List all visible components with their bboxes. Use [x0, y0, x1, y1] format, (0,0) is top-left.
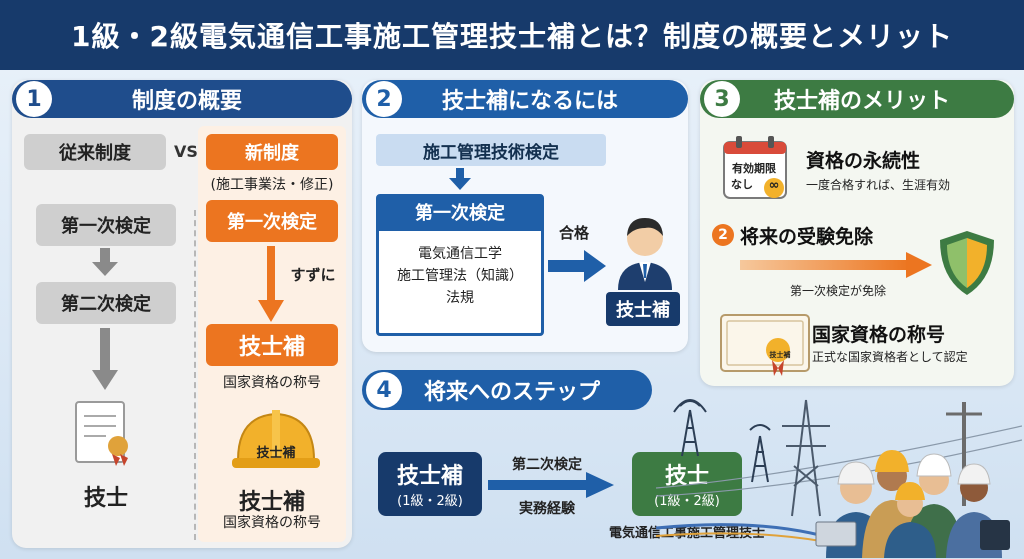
merit3-sub: 正式な国家資格者として認定: [812, 350, 968, 364]
merit2-title: 将来の受験免除: [740, 226, 874, 248]
certificate-icon: [75, 401, 128, 466]
new-system-label: 新制度: [206, 134, 338, 170]
exam-subject: 施工管理法（知識）: [397, 268, 523, 284]
worker-icon: [884, 482, 936, 558]
helmet-label: 技士補: [256, 446, 296, 461]
arrow-down-icon: [258, 246, 284, 322]
step-to-box: 技士 (1級・2級): [632, 452, 742, 516]
step-from-box: 技士補 (1級・2級): [378, 452, 482, 516]
merit2-sub: 第一次検定が免除: [790, 284, 887, 298]
radio-tower-icon: [749, 424, 771, 483]
panel-how-to-header: 2 技士補になるには: [362, 80, 688, 118]
shield-icon: [940, 231, 994, 295]
old-result: 技士: [83, 486, 128, 511]
certificate-icon: [720, 314, 810, 376]
arrow-right-icon: [740, 252, 932, 278]
merit3-title: 国家資格の称号: [812, 324, 946, 346]
arrow-right-icon: [488, 472, 614, 498]
section-number: 3: [704, 81, 740, 117]
power-pylon-icon: [782, 399, 830, 517]
section-number: 4: [366, 372, 402, 408]
vs-label: VS: [174, 142, 198, 161]
exam-system-label: 施工管理技術検定: [376, 134, 606, 166]
arrow-down-icon: [92, 248, 118, 276]
new-step-first-exam: 第一次検定: [206, 200, 338, 242]
person-icon: [618, 218, 672, 290]
worker-icon: [946, 463, 1010, 558]
step-arrow-bottom: 実務経験: [519, 501, 575, 517]
calendar-text: 有効期限: [732, 162, 776, 175]
step-from-title: 技士補: [396, 464, 463, 489]
merit1-title: 資格の永続性: [806, 150, 921, 172]
calendar-icon: [723, 136, 787, 199]
section-title: 制度の概要: [131, 89, 242, 114]
workers-illustration: [656, 399, 1022, 558]
merit2-number: 2: [712, 224, 734, 246]
panel-future-header: 4 将来へのステップ: [362, 370, 652, 410]
panel-merits-header: 3 技士補のメリット: [700, 80, 1014, 118]
new-result-note: 国家資格の称号: [223, 375, 321, 391]
result-label: 技士補: [606, 292, 680, 326]
first-exam-title: 第一次検定: [379, 197, 541, 231]
step-arrow-top: 第二次検定: [512, 457, 582, 473]
merit1-sub: 一度合格すれば、生涯有効: [806, 178, 951, 192]
exam-subject: 電気通信工学: [418, 246, 502, 262]
infinity-icon: ∞: [768, 178, 780, 193]
step-to-sub: (1級・2級): [654, 494, 720, 509]
pass-label: 合格: [558, 224, 589, 242]
section-title: 技士補になるには: [441, 89, 618, 114]
first-exam-box: 第一次検定 電気通信工学 施工管理法（知識） 法規: [376, 194, 544, 336]
section-title: 技士補のメリット: [773, 89, 950, 114]
arrow-down-icon: [92, 328, 118, 390]
arrow-right-icon: [548, 250, 606, 282]
section-number: 1: [16, 81, 52, 117]
panel-overview: 1 制度の概要 従来制度 VS 新制度 (施工事業法・修正) 第一次検定 第二次…: [12, 80, 352, 548]
calendar-text: なし: [731, 178, 753, 191]
radio-tower-icon: [673, 399, 707, 457]
new-system-note: (施工事業法・修正): [210, 177, 334, 193]
old-system-label: 従来制度: [24, 134, 166, 170]
new-arrow-label: すずに: [290, 266, 336, 284]
old-step-second-exam: 第二次検定: [36, 282, 176, 324]
step-from-sub: (1級・2級): [397, 494, 463, 509]
helmet-icon: [232, 410, 320, 468]
seal-label: 技士補: [769, 351, 791, 359]
panel-merits: 3 技士補のメリット 有効期限 なし ∞ 資格の永続性 一度合格すれば、生涯有効…: [700, 80, 1014, 386]
arrow-down-icon: [449, 168, 471, 190]
panel-overview-header: 1 制度の概要: [12, 80, 352, 118]
panel-how-to: 2 技士補になるには 施工管理技術検定 第一次検定 電気通信工学 施工管理法（知…: [362, 80, 688, 352]
exam-subject: 法規: [446, 290, 474, 306]
section-number: 2: [366, 81, 402, 117]
bottom-title: 技士補: [238, 490, 305, 515]
old-step-first-exam: 第一次検定: [36, 204, 176, 246]
page-title: 1級・2級電気通信工事施工管理技士補とは？制度の概要とメリット: [0, 0, 1024, 70]
bottom-note: 国家資格の称号: [223, 515, 321, 531]
new-result: 技士補: [206, 324, 338, 366]
divider: [194, 210, 196, 540]
section-title: 将来へのステップ: [423, 380, 600, 405]
